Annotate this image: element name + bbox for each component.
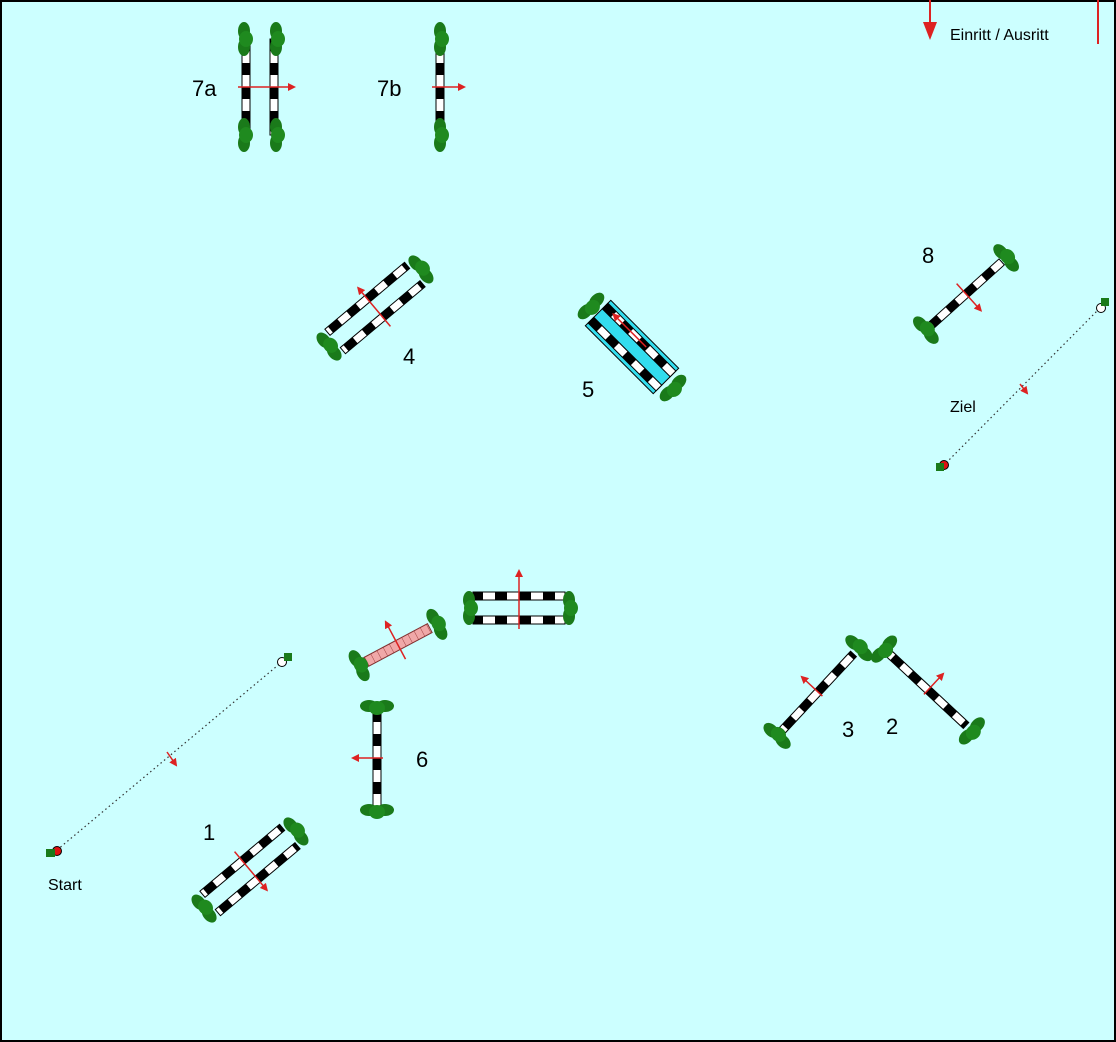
obstacle-4-number: 4 <box>403 344 415 369</box>
obstacle-8-number: 8 <box>922 243 934 268</box>
obstacle-7b <box>432 22 466 152</box>
obstacle-6 <box>351 700 394 819</box>
obstacle-2 <box>868 632 991 750</box>
obstacle-6-number: 6 <box>416 747 428 772</box>
oxer-jump-icon <box>238 22 296 152</box>
finish-label: Ziel <box>950 399 976 416</box>
wall-jump-icon <box>345 605 453 684</box>
obstacle-1-number: 1 <box>203 820 215 845</box>
start-line: Start <box>46 653 292 894</box>
obstacle-4 <box>313 250 439 364</box>
vertical-jump-icon <box>432 22 466 152</box>
finish-line: Ziel <box>936 298 1109 471</box>
oxer-jump-icon <box>463 569 578 629</box>
vertical-jump-icon <box>910 239 1025 347</box>
entry-exit-label: Einritt / Ausritt <box>950 27 1049 44</box>
extra-oxer <box>463 569 578 629</box>
entry-exit: Einritt / Ausritt <box>923 0 1099 44</box>
water-oxer-icon <box>574 289 692 407</box>
obstacle-7a-number: 7a <box>192 76 217 101</box>
oxer-jump-icon <box>313 250 439 364</box>
obstacle-7b-number: 7b <box>377 76 401 101</box>
obstacle-7a <box>238 22 296 152</box>
obstacle-2-number: 2 <box>886 714 898 739</box>
obstacle-5-number: 5 <box>582 377 594 402</box>
obstacle-8 <box>910 239 1025 347</box>
obstacle-3-number: 3 <box>842 717 854 742</box>
obstacle-1 <box>188 812 314 926</box>
oxer-jump-icon <box>188 812 314 926</box>
obstacle-3 <box>760 629 878 752</box>
extra-wall <box>345 605 453 684</box>
start-label: Start <box>48 877 82 894</box>
vertical-jump-icon <box>868 632 991 750</box>
vertical-jump-icon <box>760 629 878 752</box>
obstacle-5 <box>574 289 692 407</box>
vertical-jump-icon <box>351 700 394 819</box>
